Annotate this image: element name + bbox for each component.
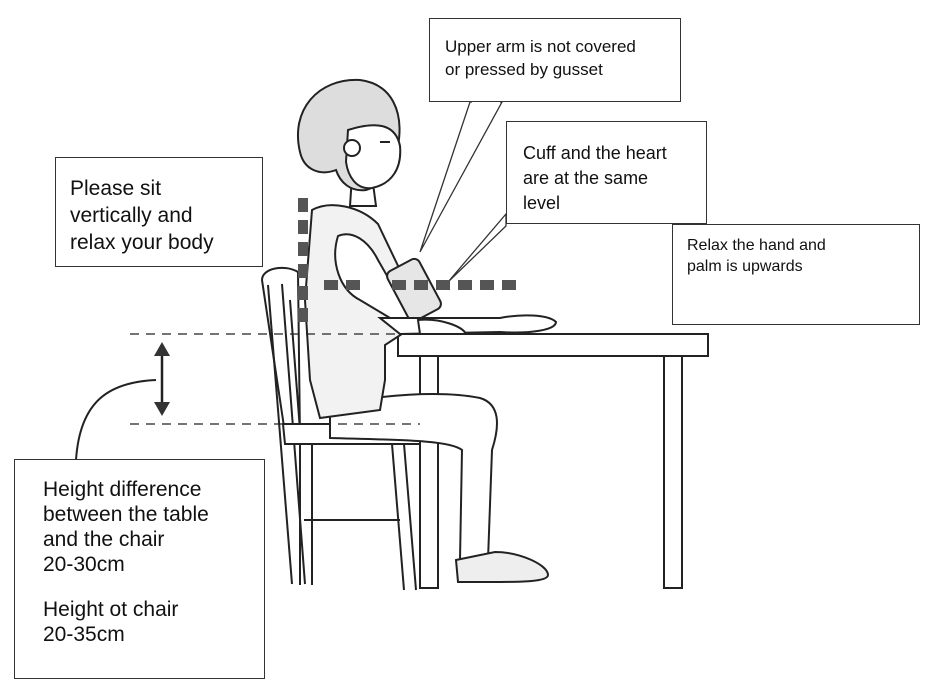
callout-sit-line-1: Please sit [70,177,162,200]
callout-cuff-line-1: Cuff and the heart [523,143,667,163]
callout-upper-arm-line-1: Upper arm is not covered [445,37,636,56]
callout-height-diff-line-2: between the table [43,503,209,526]
callout-upper-arm-line-2: or pressed by gusset [445,60,603,79]
callout-sit-line-2: vertically and [70,204,193,227]
seated-woman [297,78,558,583]
callout-relax-hand: Relax the hand and palm is upwards [672,224,920,325]
callout-chair-height-line-2: 20-35cm [43,623,125,646]
callout-hand-line-1: Relax the hand and [687,237,826,254]
callout-sit-upright: Please sit vertically and relax your bod… [55,157,263,267]
cuff-pointer [447,212,507,283]
table [397,333,709,589]
callout-cuff-line-3: level [523,193,561,213]
callout-cuff-line-2: are at the same [523,168,649,188]
callout-sit-line-3: relax your body [70,231,214,254]
callout-height-diff-line-4: 20-30cm [43,553,125,576]
callout-cuff-heart: Cuff and the heart are at the same level [506,121,707,224]
callout-height-diff-line-1: Height difference [43,478,202,501]
posture-guides [298,198,516,322]
callout-height: Height difference between the table and … [14,459,265,679]
upper-arm-pointer [419,101,504,253]
callout-upper-arm: Upper arm is not covered or pressed by g… [429,18,681,102]
height-difference-indicator [75,333,420,461]
callout-hand-line-2: palm is upwards [687,258,803,275]
callout-chair-height-line-1: Height ot chair [43,598,179,621]
callout-height-diff-line-3: and the chair [43,528,165,551]
